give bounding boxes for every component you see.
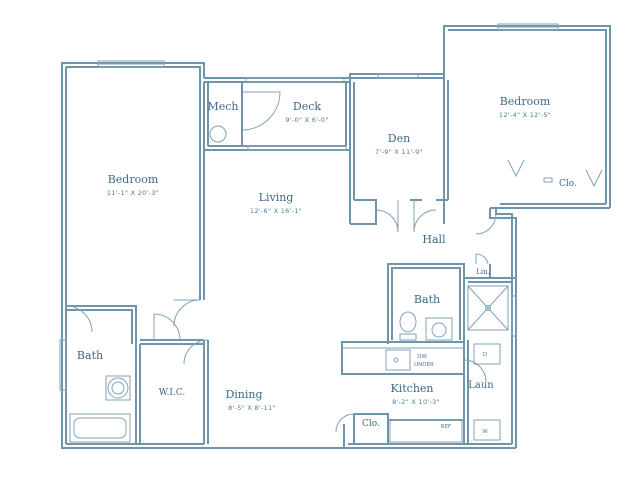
- bedroom-left-name: Bedroom: [108, 173, 159, 186]
- toilet-icon: [399, 311, 417, 333]
- range-icon: [389, 419, 463, 443]
- kitchen-dims: 8'-2" X 10'-3": [392, 398, 440, 406]
- kitchen-name: Kitchen: [391, 382, 434, 395]
- dw-label: DW: [417, 354, 427, 360]
- den-name: Den: [388, 132, 410, 145]
- deck-name: Deck: [293, 100, 321, 113]
- center-bath-sink-icon: [425, 317, 453, 341]
- washer-label: W: [482, 429, 488, 435]
- under-label: UNDER: [414, 362, 434, 368]
- living-dims: 12'-6" X 16'-1": [250, 207, 302, 215]
- closet-right-name: Clo.: [559, 179, 577, 189]
- kitchen-sink-icon: [385, 349, 411, 371]
- outer-walls: [61, 25, 611, 449]
- ref-label: REF: [441, 424, 451, 430]
- bedroom-left-dims: 11'-1" X 20'-3": [107, 189, 159, 197]
- water-heater-icon: [209, 125, 227, 143]
- interior-walls: [66, 78, 516, 448]
- bath-left-name: Bath: [77, 349, 103, 362]
- closet-kitchen-name: Clo.: [362, 419, 380, 429]
- fixtures: [69, 125, 553, 443]
- doors: [65, 91, 603, 433]
- dining-dims: 8'-5" X 8'-11": [228, 404, 276, 412]
- laundry-name: Laun: [468, 380, 494, 391]
- fixture-labels: DW UNDER REF D W: [414, 352, 488, 435]
- dryer-icon: [473, 343, 501, 365]
- room-labels: Bedroom 11'-1" X 20'-3" Mech Deck 9'-0" …: [77, 95, 577, 429]
- living-name: Living: [259, 191, 294, 204]
- shower-icon: [467, 285, 509, 331]
- bath-center-name: Bath: [414, 293, 440, 306]
- dining-name: Dining: [225, 388, 262, 401]
- left-bath-sink-icon: [107, 377, 129, 399]
- deck-dims: 9'-0" X 6'-0": [285, 116, 328, 124]
- bedroom-right-name: Bedroom: [500, 95, 551, 108]
- bathtub-icon: [69, 413, 131, 443]
- mech-name: Mech: [207, 100, 238, 113]
- bedroom-right-dims: 12'-4" X 12'-5": [499, 111, 551, 119]
- windows: [59, 23, 559, 391]
- hall-name: Hall: [422, 233, 446, 246]
- washer-icon: [473, 419, 501, 441]
- linen-name: Lin.: [476, 268, 490, 276]
- wic-name: W.I.C.: [159, 388, 186, 398]
- den-dims: 7'-9" X 11'-9": [375, 148, 423, 156]
- dryer-label: D: [483, 352, 487, 358]
